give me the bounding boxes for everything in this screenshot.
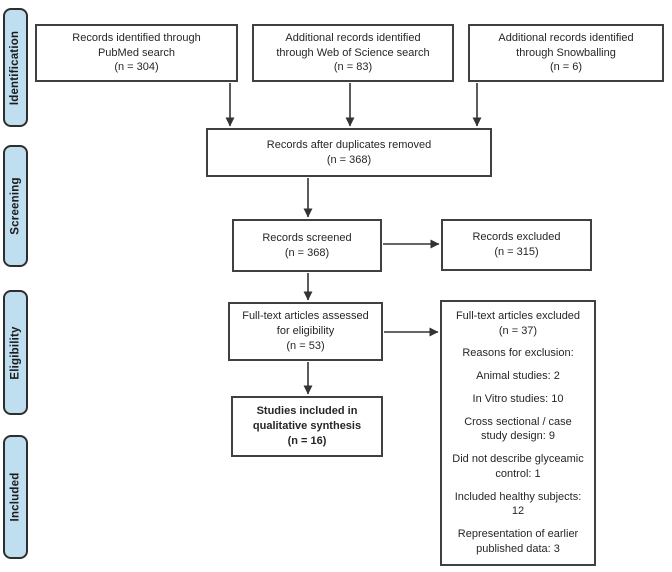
- exclusion-reason: Cross sectional / case study design: 9: [464, 415, 572, 443]
- stage-band-identification: Identification: [3, 8, 28, 127]
- exclusion-reason: Included healthy subjects: 12: [454, 490, 582, 518]
- box-fulltext-excluded: Full-text articles excluded (n = 37) Rea…: [440, 300, 596, 566]
- box-count: (n = 368): [326, 153, 372, 166]
- box-text-line: Records after duplicates removed: [266, 138, 432, 151]
- box-studies-included: Studies included in qualitative synthesi…: [231, 396, 383, 457]
- box-text-line: Studies included in: [256, 405, 358, 418]
- box-text-line: Additional records identified: [498, 31, 634, 44]
- box-duplicates-removed: Records after duplicates removed (n = 36…: [206, 128, 492, 177]
- exclusion-reasons-heading: Reasons for exclusion:: [462, 347, 574, 360]
- stage-band-included: Included: [3, 435, 28, 559]
- box-text-line: Records screened: [262, 231, 352, 244]
- box-count: (n = 83): [333, 61, 373, 74]
- stage-label-identification: Identification: [9, 30, 22, 105]
- stage-label-eligibility: Eligibility: [9, 325, 22, 380]
- exclusion-reason: Did not describe glyceamic control: 1: [452, 453, 584, 480]
- exclusion-reason: Animal studies: 2: [476, 370, 560, 383]
- fulltext-excluded-header: Full-text articles excluded (n = 37): [456, 309, 580, 338]
- box-records-snowballing: Additional records identified through Sn…: [468, 24, 664, 82]
- box-fulltext-assessed: Full-text articles assessed for eligibil…: [228, 302, 383, 361]
- box-text-line: Full-text articles excluded: [455, 310, 581, 322]
- box-count: (n = 6): [549, 61, 583, 74]
- stage-band-eligibility: Eligibility: [3, 290, 28, 415]
- box-text-line: for eligibility: [276, 325, 335, 338]
- box-count: (n = 37): [498, 324, 538, 337]
- box-count: (n = 315): [494, 246, 539, 258]
- box-count: (n = 16): [287, 434, 327, 447]
- box-text-line: PubMed search: [97, 46, 176, 59]
- box-text-line: through Web of Science search: [276, 46, 430, 59]
- stage-band-screening: Screening: [3, 145, 28, 267]
- box-text-line: Records excluded: [472, 231, 561, 244]
- box-text-line: Additional records identified: [285, 31, 421, 44]
- stage-label-included: Included: [9, 472, 22, 522]
- box-text-line: qualitative synthesis: [252, 420, 362, 433]
- exclusion-reason: In Vitro studies: 10: [472, 392, 564, 405]
- box-count: (n = 53): [286, 339, 325, 352]
- stage-label-screening: Screening: [9, 177, 22, 235]
- box-records-pubmed: Records identified through PubMed search…: [35, 24, 238, 82]
- box-text-line: Full-text articles assessed: [242, 310, 369, 323]
- box-records-excluded: Records excluded (n = 315): [441, 219, 592, 271]
- box-records-web-of-science: Additional records identified through We…: [252, 24, 454, 82]
- box-count: (n = 368): [284, 246, 330, 259]
- exclusion-reason: Representation of earlier published data…: [457, 528, 579, 555]
- box-count: (n = 304): [114, 61, 159, 74]
- box-records-screened: Records screened (n = 368): [232, 219, 382, 272]
- box-text-line: Records identified through: [72, 31, 201, 44]
- box-text-line: through Snowballing: [516, 46, 616, 59]
